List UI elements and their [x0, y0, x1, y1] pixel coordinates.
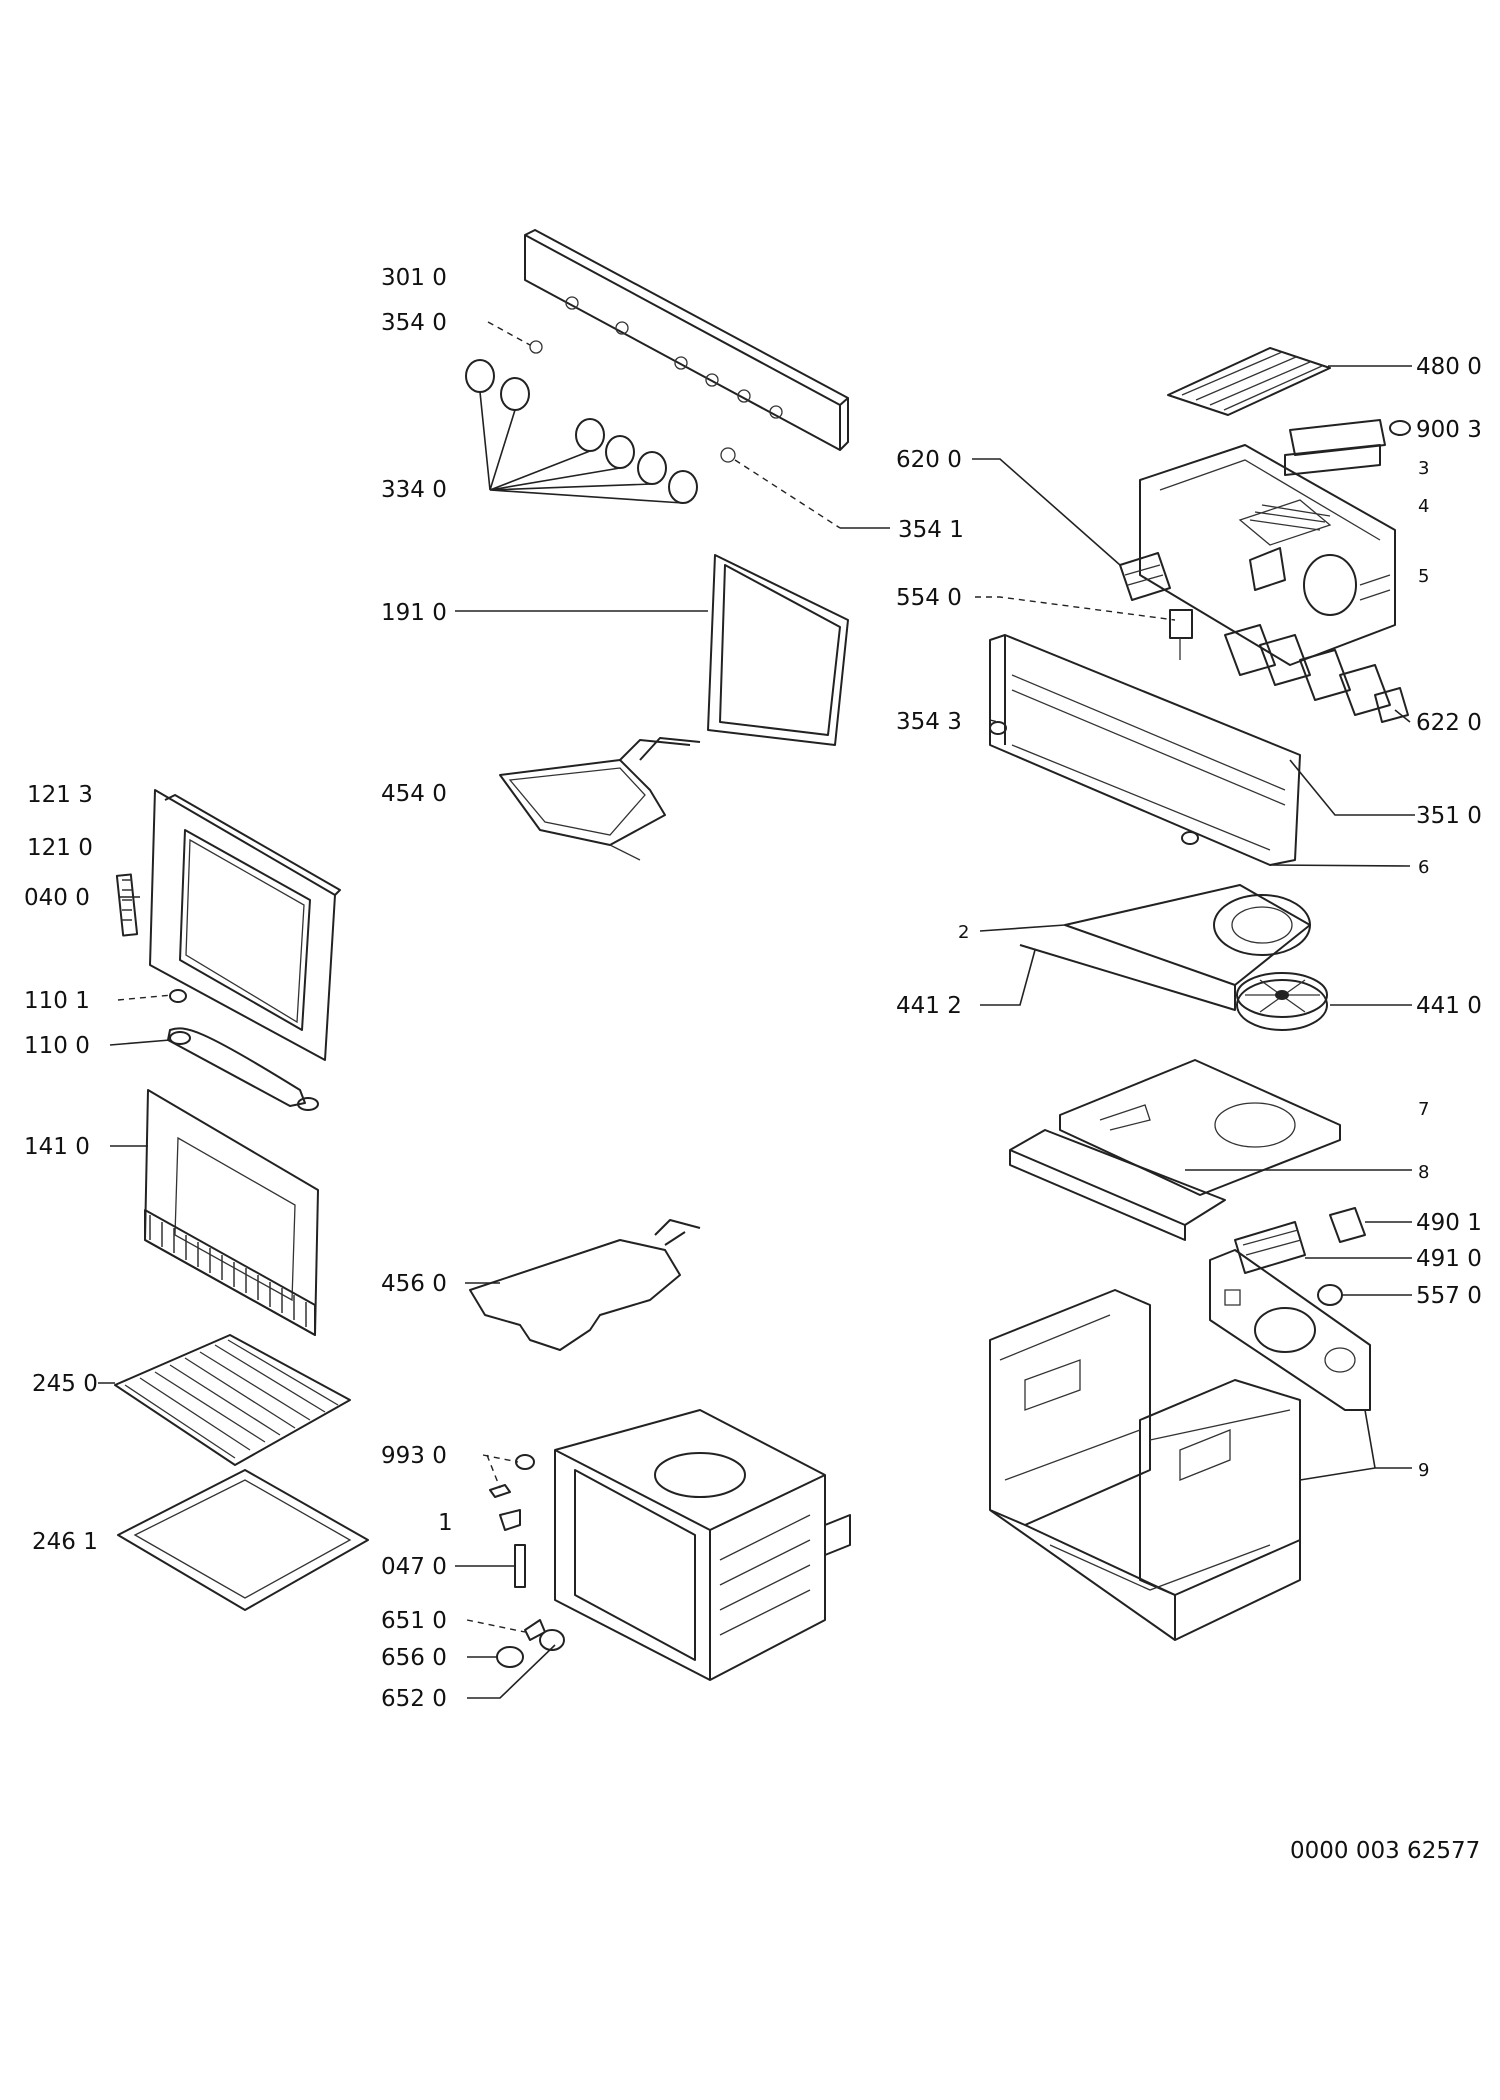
outer-door-glass-drawing — [144, 1089, 319, 1336]
bottom-heating-element-drawing — [469, 1219, 701, 1351]
convection-fan-drawing — [1236, 972, 1328, 1031]
label-3: 3 — [1418, 458, 1429, 479]
door-seal-drawing — [707, 554, 849, 746]
label-6: 6 — [1418, 857, 1429, 878]
label-301-0: 301 0 — [381, 265, 447, 291]
label-554-0: 554 0 — [896, 585, 962, 611]
label-900-3: 900 3 — [1416, 417, 1482, 443]
label-141-0: 141 0 — [24, 1134, 90, 1160]
label-121-0: 121 0 — [27, 835, 93, 861]
label-2: 2 — [958, 922, 969, 943]
label-993-0: 993 0 — [381, 1443, 447, 1469]
thermostat-block-drawing — [1119, 552, 1171, 601]
label-047-0: 047 0 — [381, 1554, 447, 1580]
label-354-1: 354 1 — [898, 517, 964, 543]
label-441-2: 441 2 — [896, 993, 962, 1019]
label-8: 8 — [1418, 1162, 1429, 1183]
label-656-0: 656 0 — [381, 1645, 447, 1671]
label-620-0: 620 0 — [896, 447, 962, 473]
oven-housing-drawing — [989, 1289, 1301, 1641]
document-number: 0000 003 62577 — [1290, 1838, 1480, 1864]
door-handle-drawing — [167, 989, 319, 1111]
switch-bank-drawing — [1224, 624, 1409, 723]
terminal-block-drawing — [1234, 1207, 1366, 1306]
label-480-0: 480 0 — [1416, 354, 1482, 380]
label-245-0: 245 0 — [32, 1371, 98, 1397]
label-5: 5 — [1418, 566, 1429, 587]
wire-shelf-drawing — [114, 1334, 351, 1466]
control-knobs-drawing — [465, 359, 698, 504]
label-334-0: 334 0 — [381, 477, 447, 503]
inner-door-frame-drawing — [149, 789, 341, 1061]
back-panel-drawing — [1209, 1249, 1371, 1411]
rear-panel-drawing — [1059, 1059, 1341, 1196]
cover-grille-drawing — [1167, 347, 1331, 416]
baking-tray-drawing — [117, 1469, 369, 1611]
label-622-0: 622 0 — [1416, 710, 1482, 736]
fan-cover-plate-drawing — [1019, 884, 1311, 1011]
oven-cavity-drawing — [554, 1409, 851, 1681]
label-191-0: 191 0 — [381, 600, 447, 626]
base-plate-drawing — [1009, 1129, 1226, 1241]
door-hinge-drawing — [115, 873, 139, 937]
label-4: 4 — [1418, 496, 1429, 517]
top-heating-element-drawing — [499, 737, 701, 861]
label-1: 1 — [438, 1510, 453, 1536]
control-panel-drawing — [524, 229, 849, 463]
label-454-0: 454 0 — [381, 781, 447, 807]
label-354-3: 354 3 — [896, 709, 962, 735]
small-fittings-drawing — [489, 1454, 565, 1668]
part-number-labels: 301 0 354 0 334 0 354 1 191 0 454 0 121 … — [24, 265, 1482, 1864]
label-246-1: 246 1 — [32, 1529, 98, 1555]
label-441-0: 441 0 — [1416, 993, 1482, 1019]
label-652-0: 652 0 — [381, 1686, 447, 1712]
label-490-1: 490 1 — [1416, 1210, 1482, 1236]
label-354-0: 354 0 — [381, 310, 447, 336]
label-557-0: 557 0 — [1416, 1283, 1482, 1309]
label-7: 7 — [1418, 1099, 1429, 1120]
front-fascia-frame-drawing — [989, 634, 1301, 866]
electronics-chassis-drawing — [1139, 444, 1396, 666]
label-110-1: 110 1 — [24, 988, 90, 1014]
label-456-0: 456 0 — [381, 1271, 447, 1297]
label-351-0: 351 0 — [1416, 803, 1482, 829]
top-bracket-drawing — [1284, 419, 1411, 476]
label-110-0: 110 0 — [24, 1033, 90, 1059]
relay-drawing — [1169, 609, 1193, 660]
label-040-0: 040 0 — [24, 885, 90, 911]
leader-lines — [98, 321, 1415, 1699]
label-491-0: 491 0 — [1416, 1246, 1482, 1272]
label-651-0: 651 0 — [381, 1608, 447, 1634]
label-9: 9 — [1418, 1460, 1429, 1481]
label-121-3: 121 3 — [27, 782, 93, 808]
